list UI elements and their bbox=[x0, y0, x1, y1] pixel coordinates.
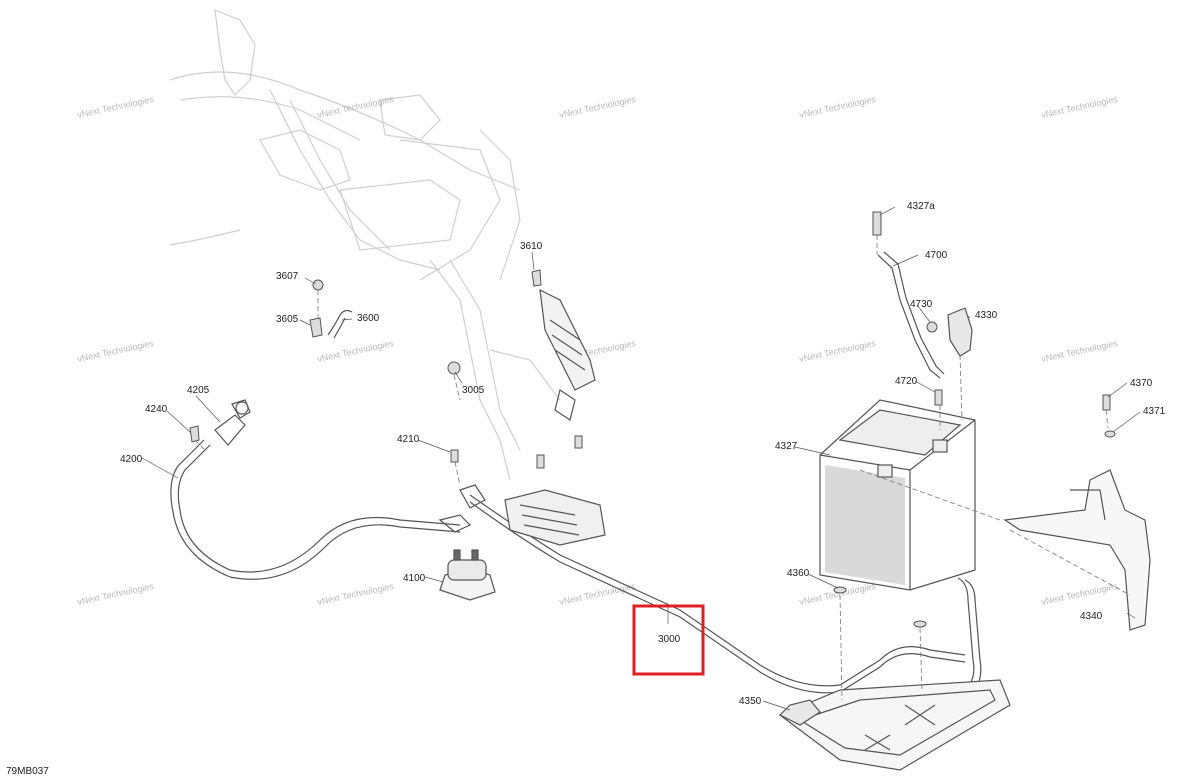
ghost-frame bbox=[169, 9, 561, 481]
callout-4200: 4200 bbox=[120, 454, 143, 465]
callout-4327: 4327 bbox=[775, 441, 798, 452]
watermark: vNext Technologies bbox=[798, 581, 877, 607]
bracket-4340 bbox=[1003, 469, 1151, 631]
bolt-4720 bbox=[934, 389, 943, 406]
callout-4720: 4720 bbox=[895, 376, 918, 387]
watermark: vNext Technologies bbox=[1040, 94, 1119, 120]
watermark: vNext Technologies bbox=[798, 338, 877, 364]
bolt-4370 bbox=[1102, 394, 1111, 411]
cable-4700 bbox=[877, 251, 945, 379]
callout-labels: 3607 3605 3600 3610 3005 4205 4240 4210 … bbox=[120, 201, 1166, 707]
battery-4327 bbox=[819, 399, 976, 591]
bolt-3605 bbox=[309, 317, 323, 338]
bolt-reg-2 bbox=[536, 454, 545, 469]
callout-4330: 4330 bbox=[975, 310, 998, 321]
callout-4205: 4205 bbox=[187, 385, 210, 396]
bolt-3610-screw bbox=[531, 269, 542, 287]
callout-4730: 4730 bbox=[910, 299, 933, 310]
washer-tray bbox=[913, 620, 927, 628]
clamp-4330 bbox=[947, 307, 973, 357]
callout-4350: 4350 bbox=[739, 696, 762, 707]
bolt-4240 bbox=[189, 425, 200, 443]
cable-4200 bbox=[170, 439, 472, 580]
callout-3605: 3605 bbox=[276, 314, 299, 325]
callout-4360: 4360 bbox=[787, 568, 810, 579]
highlight-box-3000 bbox=[632, 604, 705, 676]
reference-code: 79MB037 bbox=[6, 766, 49, 777]
watermark: vNext Technologies bbox=[76, 338, 155, 364]
callout-4340: 4340 bbox=[1080, 611, 1103, 622]
watermark: vNext Technologies bbox=[316, 94, 395, 120]
fasteners bbox=[189, 211, 1116, 628]
nut-3607 bbox=[312, 279, 324, 291]
callout-4700: 4700 bbox=[925, 250, 948, 261]
callout-4370: 4370 bbox=[1130, 378, 1153, 389]
bolt-4210 bbox=[450, 449, 459, 463]
watermark: vNext Technologies bbox=[798, 94, 877, 120]
solenoid-4100 bbox=[439, 549, 496, 601]
callout-4210: 4210 bbox=[397, 434, 420, 445]
washer-3005 bbox=[447, 361, 461, 375]
callout-3005: 3005 bbox=[462, 385, 485, 396]
watermark: vNext Technologies bbox=[316, 581, 395, 607]
watermark: vNext Technologies bbox=[316, 338, 395, 364]
watermark: vNext Technologies bbox=[1040, 581, 1119, 607]
callout-3000: 3000 bbox=[658, 634, 681, 645]
regulator-3610 bbox=[539, 288, 596, 421]
bolt-4327a bbox=[872, 211, 882, 236]
callout-4240: 4240 bbox=[145, 404, 168, 415]
battery-tray-4350 bbox=[778, 679, 1011, 771]
callout-3610: 3610 bbox=[520, 241, 543, 252]
watermark: vNext Technologies bbox=[76, 94, 155, 120]
watermark: vNext Technologies bbox=[76, 581, 155, 607]
callout-4327a: 4327a bbox=[907, 201, 935, 212]
terminal-4205 bbox=[214, 399, 251, 446]
callout-4100: 4100 bbox=[403, 573, 426, 584]
callout-3600: 3600 bbox=[357, 313, 380, 324]
leader-lines bbox=[141, 206, 1141, 711]
washer-4371 bbox=[1104, 430, 1116, 438]
callout-3607: 3607 bbox=[276, 271, 299, 282]
watermark: vNext Technologies bbox=[558, 94, 637, 120]
bolt-reg-1 bbox=[574, 435, 583, 449]
cable-3600 bbox=[327, 309, 353, 339]
assembly-lines bbox=[194, 235, 1131, 701]
rectifier-module bbox=[459, 484, 606, 546]
washer-4360 bbox=[833, 586, 847, 594]
callout-4371: 4371 bbox=[1143, 406, 1166, 417]
nut-4730 bbox=[926, 321, 938, 333]
watermark: vNext Technologies bbox=[1040, 338, 1119, 364]
